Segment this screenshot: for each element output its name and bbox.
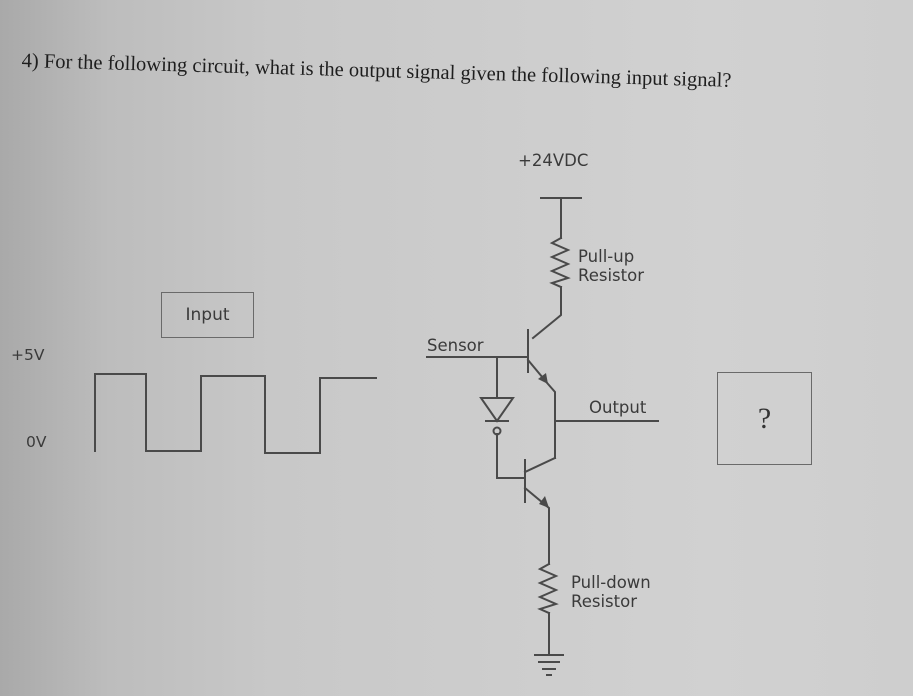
- high-voltage-label: +5V: [11, 346, 45, 364]
- pullup-label-line2: Resistor: [578, 265, 644, 285]
- output-label: Output: [589, 398, 647, 417]
- pullup-resistor: [549, 236, 571, 289]
- input-square-wave: [94, 373, 377, 454]
- answer-box: ?: [717, 372, 812, 465]
- answer-placeholder: ?: [757, 401, 772, 435]
- pullup-resistor-label: Pull-up Resistor: [578, 247, 644, 286]
- upper-transistor-emitter: [526, 358, 556, 459]
- pulldown-resistor: [537, 562, 559, 615]
- lower-transistor-collector: [523, 456, 557, 474]
- input-label-box: Input: [161, 292, 254, 338]
- sensor-label: Sensor: [427, 336, 484, 355]
- lower-emitter-arrow: [539, 496, 549, 508]
- pullup-wire: [531, 286, 562, 340]
- upper-emitter-arrow: [538, 373, 548, 384]
- pulldown-resistor-label: Pull-down Resistor: [571, 573, 651, 612]
- diode-to-lower-base: [496, 433, 526, 479]
- diode-triangle: [479, 397, 515, 423]
- low-voltage-label: 0V: [26, 433, 47, 451]
- pulldown-label-line1: Pull-down: [571, 573, 651, 592]
- input-label: Input: [185, 305, 230, 325]
- pullup-label-line1: Pull-up: [578, 247, 635, 266]
- supply-terminal: [540, 197, 582, 239]
- ground-symbol: [534, 654, 564, 676]
- supply-voltage-label: +24VDC: [518, 151, 589, 170]
- pulldown-label-line2: Resistor: [571, 591, 637, 611]
